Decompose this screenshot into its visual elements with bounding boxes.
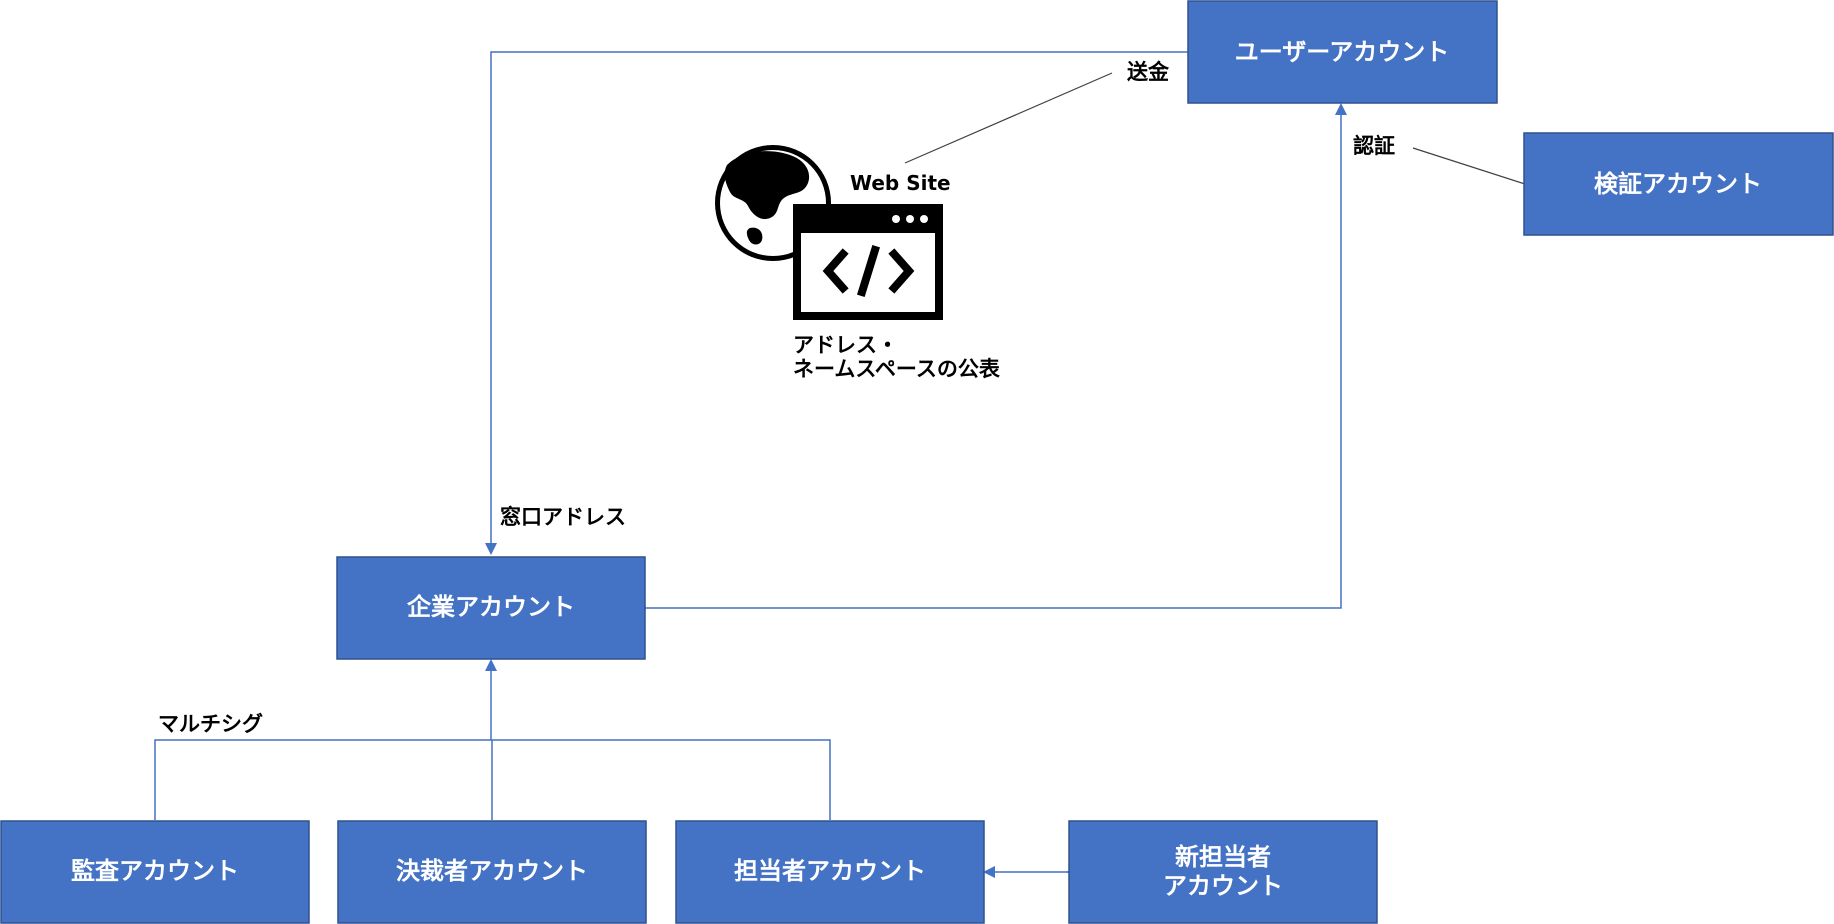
leader-authentication	[1412, 147, 1526, 185]
box-company-account[interactable]: 企業アカウント	[336, 556, 646, 660]
box-staff-account-label: 担当者アカウント	[734, 857, 926, 885]
browser-dot-icon	[892, 215, 900, 223]
leader-lines	[904, 72, 1526, 185]
browser-dot-icon	[920, 215, 928, 223]
box-verify-account[interactable]: 検証アカウント	[1523, 132, 1834, 236]
leader-remittance	[904, 72, 1113, 164]
label-remittance: 送金	[1127, 60, 1170, 84]
label-multisig: マルチシグ	[158, 712, 263, 736]
globe-continents	[724, 151, 815, 245]
box-user-account[interactable]: ユーザーアカウント	[1187, 0, 1498, 104]
box-company-account-label: 企業アカウント	[407, 593, 575, 621]
diagram-labels: 送金 認証 窓口アドレス マルチシグ アドレス・ ネームスペースの公表	[158, 60, 1395, 736]
label-authentication: 認証	[1353, 134, 1395, 158]
connector-company-to-user	[645, 103, 1347, 609]
connector-user-to-company	[485, 51, 1188, 555]
website-icon: Web Site	[715, 145, 951, 320]
box-audit-account[interactable]: 監査アカウント	[0, 820, 310, 924]
box-verify-account-label: 検証アカウント	[1594, 170, 1762, 198]
label-publish-line2: ネームスペースの公表	[793, 357, 1001, 381]
box-user-account-label: ユーザーアカウント	[1235, 38, 1450, 66]
label-publish-line1: アドレス・	[793, 333, 898, 357]
box-new-staff-account[interactable]: 新担当者 アカウント	[1068, 820, 1378, 924]
website-title: Web Site	[850, 171, 951, 195]
box-audit-account-label: 監査アカウント	[71, 857, 239, 885]
box-new-staff-account-label-line2: アカウント	[1163, 872, 1283, 900]
box-approver-account[interactable]: 決裁者アカウント	[337, 820, 647, 924]
box-approver-account-label: 決裁者アカウント	[396, 857, 588, 885]
browser-dot-icon	[906, 215, 914, 223]
label-contact-address: 窓口アドレス	[500, 505, 626, 529]
connectors	[154, 51, 1347, 878]
box-staff-account[interactable]: 担当者アカウント	[675, 820, 985, 924]
code-brackets-icon	[822, 244, 915, 298]
box-new-staff-account-label-line1: 新担当者	[1175, 843, 1271, 871]
